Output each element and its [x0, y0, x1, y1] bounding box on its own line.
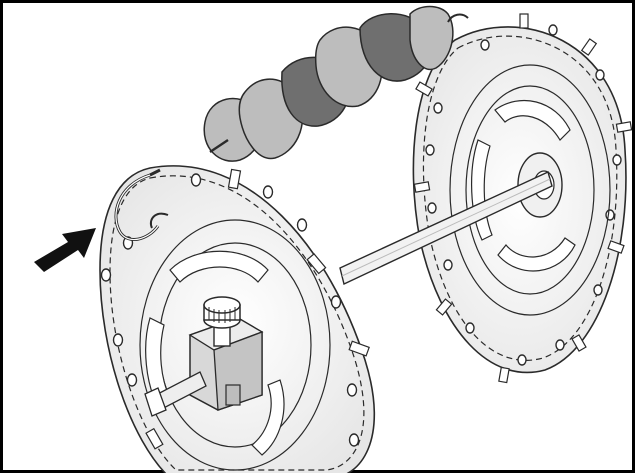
- skewer-hook-icon: [114, 168, 169, 242]
- back-hook: [447, 13, 469, 23]
- arrow-right-icon: [34, 228, 96, 272]
- spit-rod: [339, 171, 553, 285]
- thumb-screw-icon: [203, 296, 241, 347]
- skewered-food-pieces: [203, 5, 454, 162]
- clamp-bracket: [144, 317, 264, 417]
- food-piece: [409, 5, 454, 71]
- skewer-prong: [209, 139, 229, 153]
